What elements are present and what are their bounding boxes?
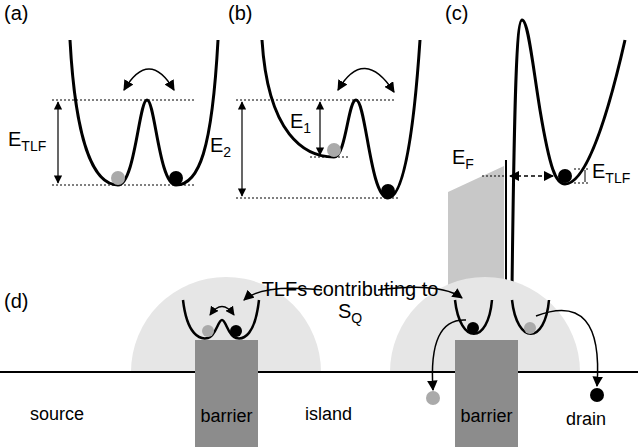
callout-text-subscript: Q — [351, 310, 362, 326]
barrier-label: barrier — [200, 406, 252, 427]
region-label: source — [30, 404, 84, 424]
double-well-a — [52, 40, 218, 185]
panel-letter: (c) — [445, 2, 468, 24]
energy-label-subscript: 2 — [223, 144, 231, 160]
junction-d — [0, 277, 638, 405]
energy-label: E — [452, 146, 465, 168]
energy-label-subscript: TLF — [21, 138, 46, 154]
energy-label-subscript: 1 — [303, 120, 311, 136]
panel-letter: (d) — [4, 290, 28, 312]
energy-label-group: EF — [452, 146, 474, 168]
panel-letter-group: (d) — [4, 290, 28, 312]
energy-label-group: ETLF — [8, 128, 46, 150]
energy-label: E — [592, 160, 605, 182]
panel-letter-group: (b) — [228, 2, 252, 24]
barrier-block: barrier — [195, 340, 258, 447]
callout-text: TLFs contributing to S — [262, 278, 439, 322]
tunnel-barrier-c — [448, 20, 625, 290]
region-label-group: source — [30, 405, 84, 425]
panel-letter-group: (c) — [445, 2, 468, 24]
panel-letter: (a) — [4, 2, 28, 24]
callout-text-group: TLFs contributing to SQ — [255, 278, 445, 322]
panel-letter: (b) — [228, 2, 252, 24]
region-label-group: island — [305, 405, 352, 425]
energy-label-subscript: TLF — [605, 170, 630, 186]
energy-label: E — [8, 128, 21, 150]
energy-label-subscript: F — [465, 156, 474, 172]
energy-label: E — [210, 134, 223, 156]
energy-label-group: E2 — [210, 134, 231, 156]
region-label: drain — [566, 409, 606, 429]
energy-label-group: E1 — [290, 110, 311, 132]
barrier-block: barrier — [455, 340, 518, 447]
energy-label-group: ETLF — [592, 160, 630, 182]
panel-letter-group: (a) — [4, 2, 28, 24]
energy-label: E — [290, 110, 303, 132]
region-label: island — [305, 404, 352, 424]
double-well-b — [236, 40, 420, 198]
barrier-label: barrier — [460, 406, 512, 427]
region-label-group: drain — [566, 410, 606, 430]
